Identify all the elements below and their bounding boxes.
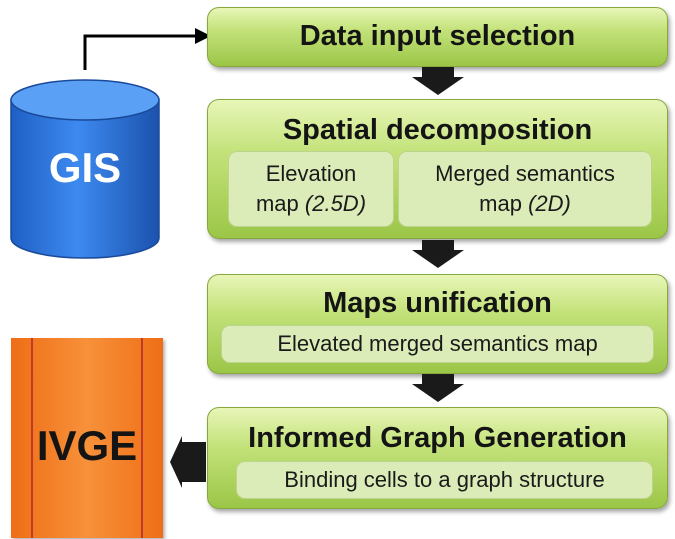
semantics-map-line1: Merged semantics	[435, 161, 615, 186]
step-informed-graph-generation: Informed Graph Generation Binding cells …	[207, 407, 668, 509]
step-spatial-decomposition: Spatial decomposition Elevation map (2.5…	[207, 99, 668, 239]
step-title: Maps unification	[323, 287, 552, 319]
step-maps-unification: Maps unification Elevated merged semanti…	[207, 274, 668, 374]
elevation-map-line2: map	[255, 191, 299, 216]
gis-cylinder-icon	[10, 79, 160, 259]
flow-arrow-down-icon	[412, 240, 464, 268]
merged-semantics-map-box: Merged semantics map (2D)	[398, 151, 652, 227]
gis-database: GIS	[7, 78, 163, 262]
step-title: Data input selection	[299, 20, 576, 52]
step-data-input-selection: Data input selection	[207, 7, 668, 67]
ivge-label: IVGE	[36, 422, 138, 469]
semantics-map-note: (2D)	[528, 191, 571, 216]
flow-arrow-down-icon	[412, 374, 464, 402]
gis-connector-arrow	[83, 28, 211, 70]
elevation-map-box: Elevation map (2.5D)	[228, 151, 394, 227]
elevation-map-line1: Elevation	[265, 161, 357, 186]
step-title: Spatial decomposition	[282, 114, 593, 146]
step-title: Informed Graph Generation	[248, 422, 627, 454]
ivge-right-rail	[141, 338, 143, 538]
binding-cells-box: Binding cells to a graph structure	[236, 461, 653, 499]
elevation-map-note: (2.5D)	[304, 191, 367, 216]
ivge-left-rail	[31, 338, 33, 538]
flow-arrow-left-icon	[170, 436, 206, 488]
semantics-map-line2: map	[479, 191, 522, 216]
flow-arrow-down-icon	[412, 67, 464, 95]
gis-label: GIS	[48, 144, 122, 191]
ivge-block: IVGE	[11, 338, 163, 538]
elevated-merged-semantics-box: Elevated merged semantics map	[221, 325, 654, 363]
